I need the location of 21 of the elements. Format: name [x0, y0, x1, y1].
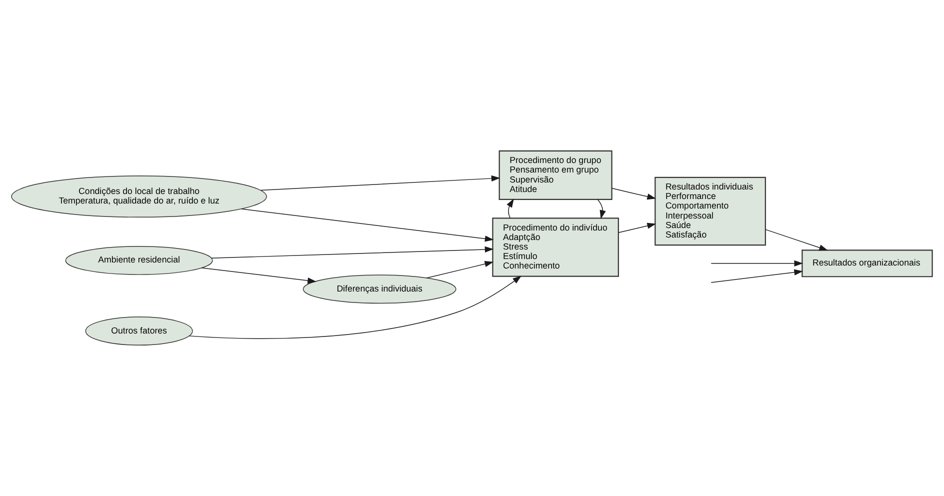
- arrow: [710, 269, 804, 283]
- arrow: [260, 175, 500, 191]
- node-box: Resultados individuais Performance Comportamento Interpessoal Saúde Satisfação: [654, 176, 766, 246]
- arrow: [188, 276, 522, 339]
- arrow: [710, 260, 804, 266]
- node-box: Procedimento do indivíduo Adaptção Stress Estímulo Conhecimento: [492, 218, 619, 277]
- arrow: [611, 188, 656, 200]
- node-box: Procedimento do grupo Pensamento em grupo Supervisão Atitude: [498, 150, 612, 200]
- arrow: [597, 199, 606, 220]
- node-ellipse: Diferenças individuais: [302, 274, 456, 304]
- arrow: [201, 268, 316, 284]
- arrow: [618, 222, 656, 233]
- arrow: [240, 208, 494, 242]
- node-ellipse: Ambiente residencial: [65, 246, 213, 275]
- arrow: [765, 229, 828, 251]
- arrow: [426, 260, 494, 278]
- node-box: Resultados organizacionais: [802, 250, 933, 278]
- arrow: [211, 246, 494, 259]
- arrow: [506, 198, 514, 218]
- node-ellipse: Condições do local de trabalho Temperatura, qualidade do ar, ruído e luz: [11, 176, 267, 218]
- node-ellipse: Outros fatores: [85, 316, 193, 346]
